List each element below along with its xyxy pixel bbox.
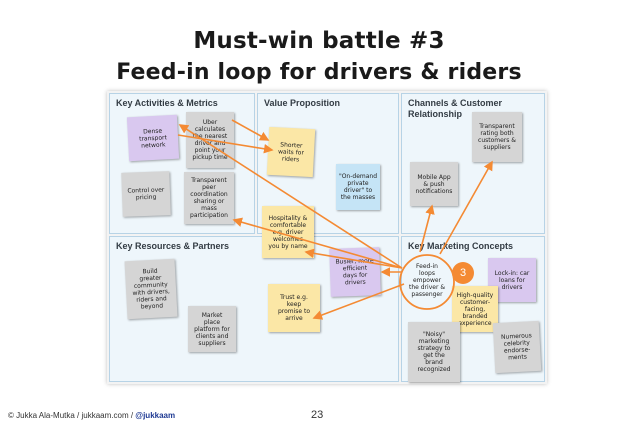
panel-title-key-marketing: Key Marketing Concepts <box>408 241 514 251</box>
note-busier-days: Busier, more efficient days for drivers <box>329 247 381 297</box>
note-control-pricing: Control over pricing <box>121 171 171 217</box>
note-transparent-rating: Transparent rating both customers & supp… <box>472 112 522 162</box>
note-dense-network: Dense transport network <box>126 114 180 162</box>
note-feed-in-loops: Feed-in loops empower the driver & passe… <box>409 262 445 298</box>
note-on-demand: "On-demand private driver" to the masses <box>336 164 380 210</box>
note-mobile-app: Mobile App & push notifications <box>410 162 458 206</box>
slide-title: Must-win battle #3 <box>193 28 445 54</box>
page-number: 23 <box>311 409 324 421</box>
battle-number-badge: 3 <box>452 262 474 284</box>
footer-handle: @jukkaam <box>135 411 176 420</box>
panel-title-value-proposition: Value Proposition <box>264 98 341 108</box>
note-market-place: Market place platform for clients and su… <box>188 306 236 352</box>
note-hospitality: Hospitality & comfortable e.g. driver we… <box>262 206 314 258</box>
note-uber-calculates: Uber calculates the nearest driver and p… <box>186 112 234 168</box>
note-build-community: Build greater community with drivers, ri… <box>124 258 178 320</box>
note-transparent-peer: Transparent peer coordination sharing or… <box>184 172 234 224</box>
panel-title-key-resources: Key Resources & Partners <box>116 241 230 251</box>
panel-title-key-activities: Key Activities & Metrics <box>116 98 218 108</box>
footer-credit: © Jukka Ala-Mutka / jukkaam.com / @jukka… <box>8 411 175 420</box>
note-shorter-waits: Shorter waits for riders <box>266 126 316 178</box>
footer-text: © Jukka Ala-Mutka / jukkaam.com / <box>8 411 136 420</box>
panel-title-channels: Channels & Customer Relationship <box>408 98 503 119</box>
note-trust: Trust e.g. keep promise to arrive <box>268 284 320 332</box>
slide-subtitle: Feed-in loop for drivers & riders <box>116 60 522 85</box>
note-celebrity: Numerous celebrity endorse- ments <box>492 320 542 374</box>
note-noisy: "Noisy" marketing strategy to get the br… <box>408 322 460 382</box>
